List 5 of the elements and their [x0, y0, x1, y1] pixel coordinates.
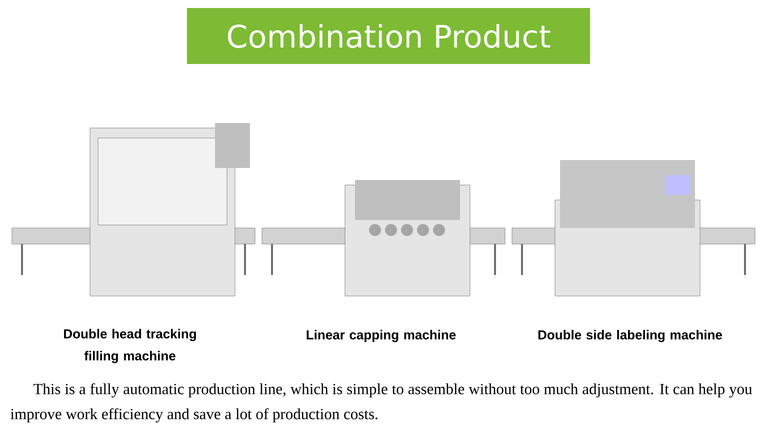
description-paragraph: This is a fully automatic production line, which is simple to assemble without too much adjustment. It can help you improve work efficiency and save a lot of production costs. [10, 383, 752, 422]
title-banner: Combination Product [187, 8, 590, 64]
machine-caption: Double side labeling machine [538, 330, 722, 342]
machine-caption: Double head tracking filling machine [64, 328, 196, 364]
machine-caption: Linear capping machine [306, 330, 456, 342]
